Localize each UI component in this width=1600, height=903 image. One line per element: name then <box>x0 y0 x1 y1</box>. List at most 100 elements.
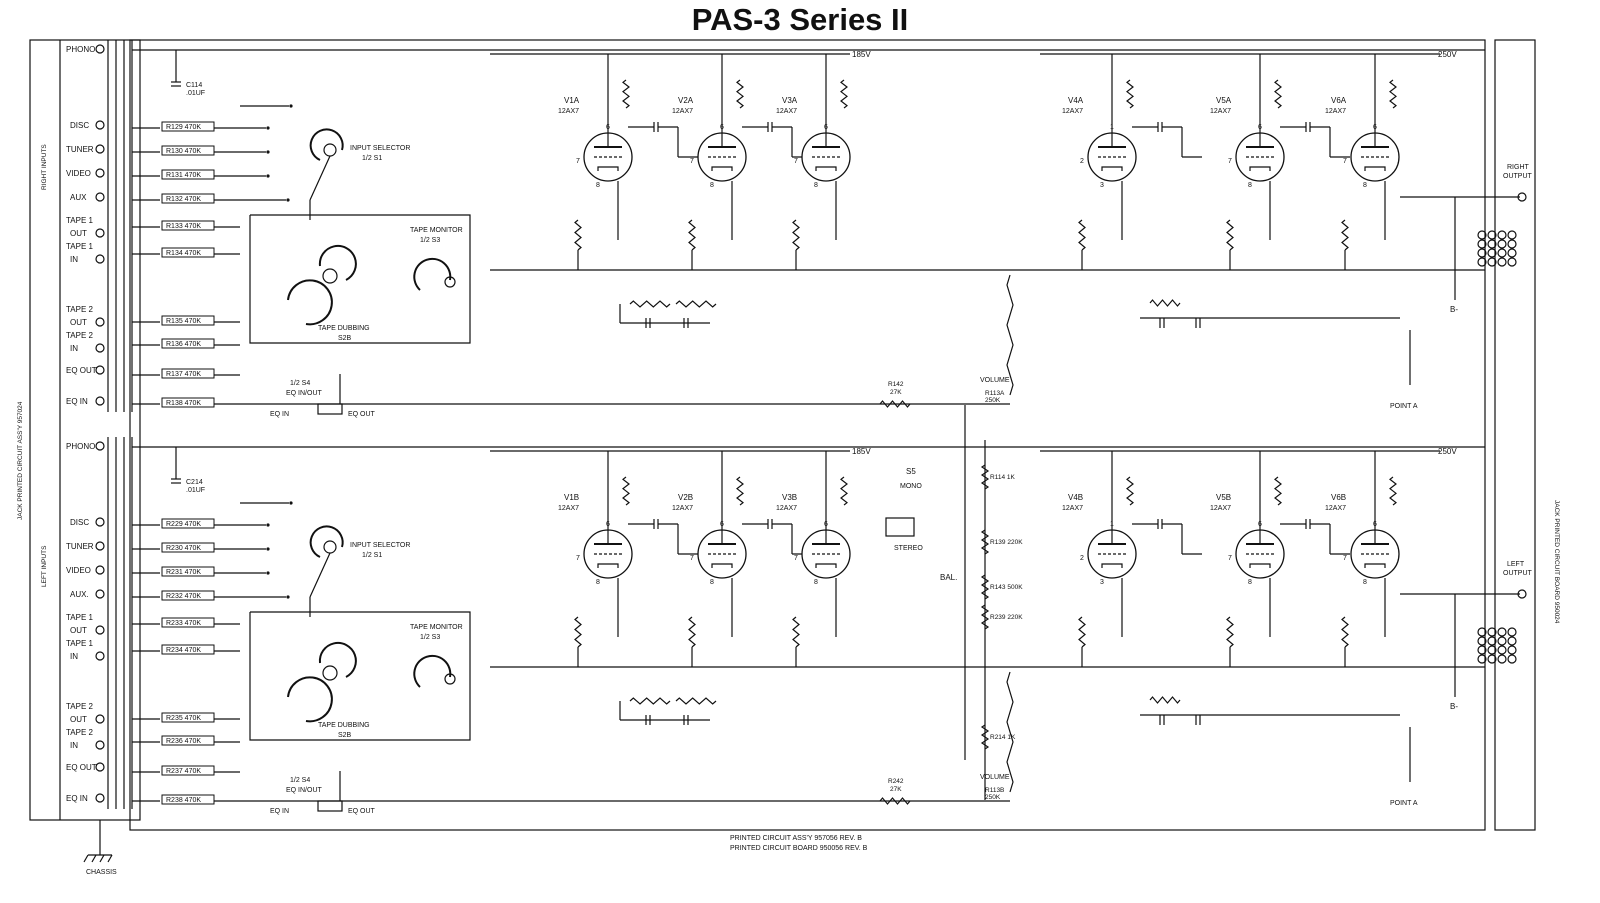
vacuum-tube-icon <box>1235 529 1285 579</box>
jack-pin-icon <box>1477 654 1487 664</box>
jack-board-label-right: JACK PRINTED CIRCUIT BOARD 950024 <box>1553 500 1560 624</box>
jack-icon <box>95 441 105 451</box>
resistor-zigzag <box>688 219 696 251</box>
resistor-label: R235 470K <box>166 715 201 722</box>
resistor-icon <box>161 712 215 723</box>
chassis-ground-icon <box>83 820 113 863</box>
tube-cathode <box>1249 563 1271 568</box>
resistor-icon <box>675 697 717 705</box>
switch-label: 1/2 S1 <box>362 155 382 162</box>
input-label: VIDEO <box>66 169 91 178</box>
tube-type: 12AX7 <box>1325 505 1346 512</box>
contact-dot <box>266 174 270 178</box>
resistor-icon <box>1226 616 1234 648</box>
input-label: EQ IN <box>66 794 88 803</box>
resistor-icon <box>736 476 744 506</box>
main-board-frame <box>129 39 1486 831</box>
jack-icon <box>95 589 105 599</box>
jack-icon <box>95 192 105 202</box>
resistor-icon <box>161 735 215 746</box>
capacitor-icon <box>767 519 773 529</box>
tape-monitor-switch-icon <box>413 257 456 291</box>
resistor-label: R135 470K <box>166 318 201 325</box>
resistor-icon <box>161 617 215 628</box>
capacitor-icon <box>1157 519 1163 529</box>
switch-label: INPUT SELECTOR <box>350 145 410 152</box>
resistor-label: 27K <box>890 786 902 793</box>
switch-hub <box>322 268 338 284</box>
resistor-icon <box>879 797 911 805</box>
resistor-icon <box>161 193 215 204</box>
contact-dot <box>289 104 293 108</box>
pin-label: 7 <box>1228 555 1232 562</box>
switch-label: S2B <box>338 732 352 739</box>
jack-icon <box>95 740 105 750</box>
contact-dot <box>266 523 270 527</box>
resistor-zigzag <box>1006 274 1014 396</box>
switch-wiper <box>318 641 357 678</box>
switch-wiper <box>309 525 344 558</box>
b-plus-label: 250V <box>1438 447 1457 456</box>
switch-hub <box>323 540 337 554</box>
balance-part-label: R214 1K <box>990 734 1016 741</box>
resistor-icon <box>161 542 215 553</box>
resistor-icon <box>622 476 630 506</box>
resistor-label: R231 470K <box>166 569 201 576</box>
resistor-label: R130 470K <box>166 148 201 155</box>
resistor-label: R138 470K <box>166 400 201 407</box>
b-plus-label: 250V <box>1438 50 1457 59</box>
jack-pin-icon <box>1497 239 1507 249</box>
tube-name: V6B <box>1331 493 1346 502</box>
eq-switch-label: 1/2 S4 <box>290 777 310 784</box>
input-label: OUT <box>70 318 87 327</box>
resistor-label: R236 470K <box>166 738 201 745</box>
input-label: AUX <box>70 193 87 202</box>
pin-label: 7 <box>576 555 580 562</box>
resistor-icon <box>1149 696 1181 704</box>
left-jack-board <box>29 39 141 821</box>
contact-dot <box>286 595 290 599</box>
jack-icon <box>95 254 105 264</box>
resistor-icon <box>161 566 215 577</box>
resistor-zigzag <box>1226 616 1234 648</box>
resistor-label: 27K <box>890 389 902 396</box>
cap-label: C114 <box>186 82 202 89</box>
input-label: IN <box>70 344 78 353</box>
vacuum-tube-icon <box>583 132 633 182</box>
capacitor-icon <box>653 122 659 132</box>
jack-pin-icon <box>1477 257 1487 267</box>
vacuum-tube-icon <box>801 529 851 579</box>
footer-line-1: PRINTED CIRCUIT ASS'Y 957056 REV. B <box>730 835 862 842</box>
capacitor-icon <box>1195 318 1201 328</box>
pin-label: 7 <box>794 555 798 562</box>
switch-wiper <box>287 279 333 326</box>
tube-cathode <box>1364 166 1386 171</box>
tube-type: 12AX7 <box>558 108 579 115</box>
jack-board-label: JACK PRINTED CIRCUIT ASS'Y 957024 <box>17 401 24 520</box>
point-label: POINT A <box>1390 800 1418 807</box>
tube-cathode <box>597 563 619 568</box>
jack-pin-icon <box>1487 654 1497 664</box>
tube-type: 12AX7 <box>672 505 693 512</box>
resistor-label: R237 470K <box>166 768 201 775</box>
switch-wiper <box>309 128 344 161</box>
output-label: LEFT <box>1507 561 1525 568</box>
vacuum-tube-icon <box>697 529 747 579</box>
resistor-zigzag <box>1274 476 1282 506</box>
tube-name: V3A <box>782 96 798 105</box>
resistor-label: R229 470K <box>166 521 201 528</box>
eq-switch-label: EQ IN/OUT <box>286 787 323 794</box>
jack-icon <box>95 228 105 238</box>
resistor-label: R133 470K <box>166 223 201 230</box>
input-label: DISC <box>70 121 89 130</box>
jack-pin-icon <box>1497 627 1507 637</box>
resistor-zigzag <box>1389 79 1397 109</box>
jack-pin-icon <box>1477 636 1487 646</box>
resistor-zigzag <box>622 476 630 506</box>
capacitor-icon <box>1157 122 1163 132</box>
eq-switch-label: EQ IN/OUT <box>286 390 323 397</box>
jack-pin-icon <box>1487 248 1497 258</box>
pin-label: 2 <box>1080 158 1084 165</box>
b-plus-label: 185V <box>852 447 871 456</box>
